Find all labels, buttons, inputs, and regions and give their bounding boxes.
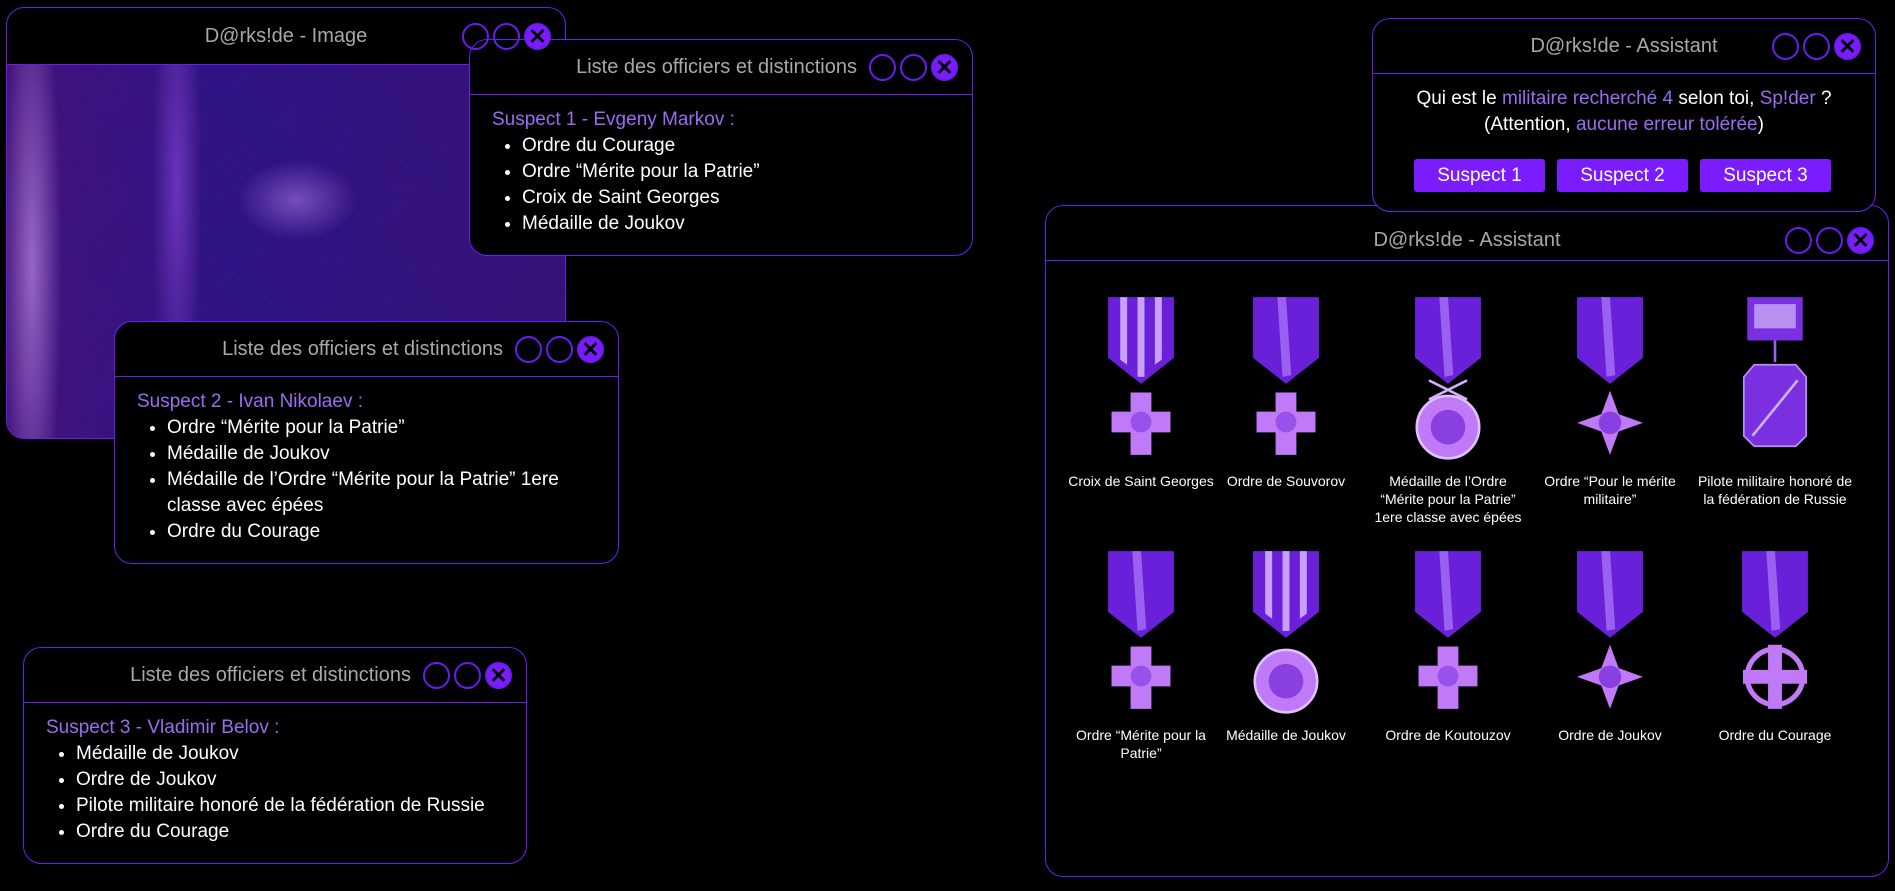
list-item: Médaille de Joukov [76, 741, 526, 767]
title-bar[interactable]: D@rks!de - Image ✕ [7, 8, 565, 65]
window-title: D@rks!de - Assistant [1373, 229, 1561, 251]
text: Qui est le [1416, 88, 1502, 109]
window-title: Liste des officiers et distinctions [576, 55, 857, 78]
medal-label: Ordre de Koutouzov [1385, 727, 1511, 743]
medal-label: Croix de Saint Georges [1068, 473, 1214, 489]
medal-label: Ordre du Courage [1718, 727, 1832, 743]
medal-item: Médaille de l’Ordre “Mérite pour la Patr… [1368, 297, 1528, 526]
list-item: Médaille de Joukov [167, 441, 598, 467]
close-button[interactable]: ✕ [1834, 32, 1861, 60]
text: ) [1757, 114, 1764, 135]
list-item: Ordre du Courage [76, 819, 526, 845]
list-item: Croix de Saint Georges [522, 185, 972, 211]
window-title: Liste des officiers et distinctions [222, 337, 503, 360]
suspect-1-window: Liste des officiers et distinctions ✕ Su… [469, 39, 973, 256]
title-bar[interactable]: D@rks!de - Assistant ✕ [1046, 206, 1888, 261]
title-bar[interactable]: Liste des officiers et distinctions ✕ [24, 648, 526, 703]
suspect-3-window: Liste des officiers et distinctions ✕ Su… [23, 647, 527, 864]
cross-round-icon [1695, 551, 1855, 716]
maximize-button[interactable] [454, 661, 481, 689]
text: (Attention, [1484, 114, 1576, 135]
round-swords-icon [1368, 297, 1528, 462]
medal-label: Pilote militaire honoré de la fédération… [1697, 473, 1853, 507]
medal-item: Croix de Saint Georges [1061, 297, 1221, 490]
medal-item: Pilote militaire honoré de la fédération… [1695, 297, 1855, 508]
maximize-button[interactable] [493, 22, 520, 50]
cross-icon [1206, 297, 1366, 462]
medal-label: Médaille de l’Ordre “Mérite pour la Patr… [1374, 473, 1522, 525]
suspect-heading: Suspect 3 - Vladimir Belov : [46, 717, 280, 738]
suspect-2-window: Liste des officiers et distinctions ✕ Su… [114, 321, 619, 564]
minimize-button[interactable] [1785, 227, 1812, 254]
title-bar[interactable]: Liste des officiers et distinctions ✕ [470, 40, 972, 95]
round-striped-icon [1206, 551, 1366, 716]
list-item: Ordre du Courage [522, 133, 972, 159]
maximize-button[interactable] [900, 53, 927, 81]
highlight: Sp!der [1759, 88, 1816, 109]
suspect-3-button[interactable]: Suspect 3 [1700, 159, 1831, 192]
close-button[interactable]: ✕ [577, 335, 604, 363]
highlight: aucune erreur tolérée [1575, 114, 1758, 135]
suspect-1-button[interactable]: Suspect 1 [1414, 159, 1545, 192]
suspect-heading: Suspect 1 - Evgeny Markov : [492, 109, 735, 130]
close-button[interactable]: ✕ [524, 22, 551, 50]
window-title: Liste des officiers et distinctions [130, 663, 411, 686]
highlight: militaire recherché 4 [1502, 88, 1674, 109]
text: selon toi, [1673, 88, 1760, 109]
plaque-icon [1695, 297, 1855, 462]
minimize-button[interactable] [515, 335, 542, 363]
close-button[interactable]: ✕ [485, 661, 512, 689]
star-cross-icon [1530, 551, 1690, 716]
medal-item: Médaille de Joukov [1206, 551, 1366, 744]
medal-label: Médaille de Joukov [1226, 727, 1346, 743]
medal-item: Ordre “Pour le mérite militaire” [1530, 297, 1690, 508]
list-item: Médaille de Joukov [522, 211, 972, 237]
medal-item: Ordre de Souvorov [1206, 297, 1366, 490]
list-item: Ordre “Mérite pour la Patrie” [522, 159, 972, 185]
title-bar[interactable]: Liste des officiers et distinctions ✕ [115, 322, 618, 377]
close-button[interactable]: ✕ [931, 53, 958, 81]
medal-item: Ordre de Koutouzov [1368, 551, 1528, 744]
maximize-button[interactable] [1803, 32, 1830, 60]
medal-item: Ordre du Courage [1695, 551, 1855, 744]
suspect-heading: Suspect 2 - Ivan Nikolaev : [137, 391, 363, 412]
close-button[interactable]: ✕ [1847, 227, 1874, 254]
star-icon [1530, 297, 1690, 462]
list-item: Pilote militaire honoré de la fédération… [76, 793, 526, 819]
maximize-button[interactable] [1816, 227, 1843, 254]
suspect-2-button[interactable]: Suspect 2 [1557, 159, 1688, 192]
minimize-button[interactable] [1772, 32, 1799, 60]
list-item: Ordre du Courage [167, 519, 598, 545]
assistant-question-window: D@rks!de - Assistant ✕ Qui est le milita… [1372, 18, 1876, 212]
question-text: Qui est le militaire recherché 4 selon t… [1373, 86, 1875, 138]
minimize-button[interactable] [423, 661, 450, 689]
minimize-button[interactable] [869, 53, 896, 81]
medals-window: D@rks!de - Assistant ✕ Croix de Saint Ge… [1045, 205, 1889, 877]
list-item: Ordre de Joukov [76, 767, 526, 793]
minimize-button[interactable] [462, 22, 489, 50]
list-item: Ordre “Mérite pour la Patrie” [167, 415, 598, 441]
medal-item: Ordre de Joukov [1530, 551, 1690, 744]
cross-icon [1368, 551, 1528, 716]
medal-label: Ordre “Mérite pour la Patrie” [1076, 727, 1206, 761]
maximize-button[interactable] [546, 335, 573, 363]
medal-label: Ordre de Joukov [1558, 727, 1662, 743]
window-title: D@rks!de - Image [204, 24, 368, 47]
medal-label: Ordre de Souvorov [1226, 473, 1346, 489]
window-title: D@rks!de - Assistant [1530, 34, 1718, 57]
cross-striped-icon [1061, 297, 1221, 462]
eagle-cross-icon [1061, 551, 1221, 716]
title-bar[interactable]: D@rks!de - Assistant ✕ [1373, 19, 1875, 74]
medal-item: Ordre “Mérite pour la Patrie” [1061, 551, 1221, 762]
list-item: Médaille de l’Ordre “Mérite pour la Patr… [167, 467, 598, 519]
medal-label: Ordre “Pour le mérite militaire” [1544, 473, 1676, 507]
text: ? [1815, 88, 1832, 109]
